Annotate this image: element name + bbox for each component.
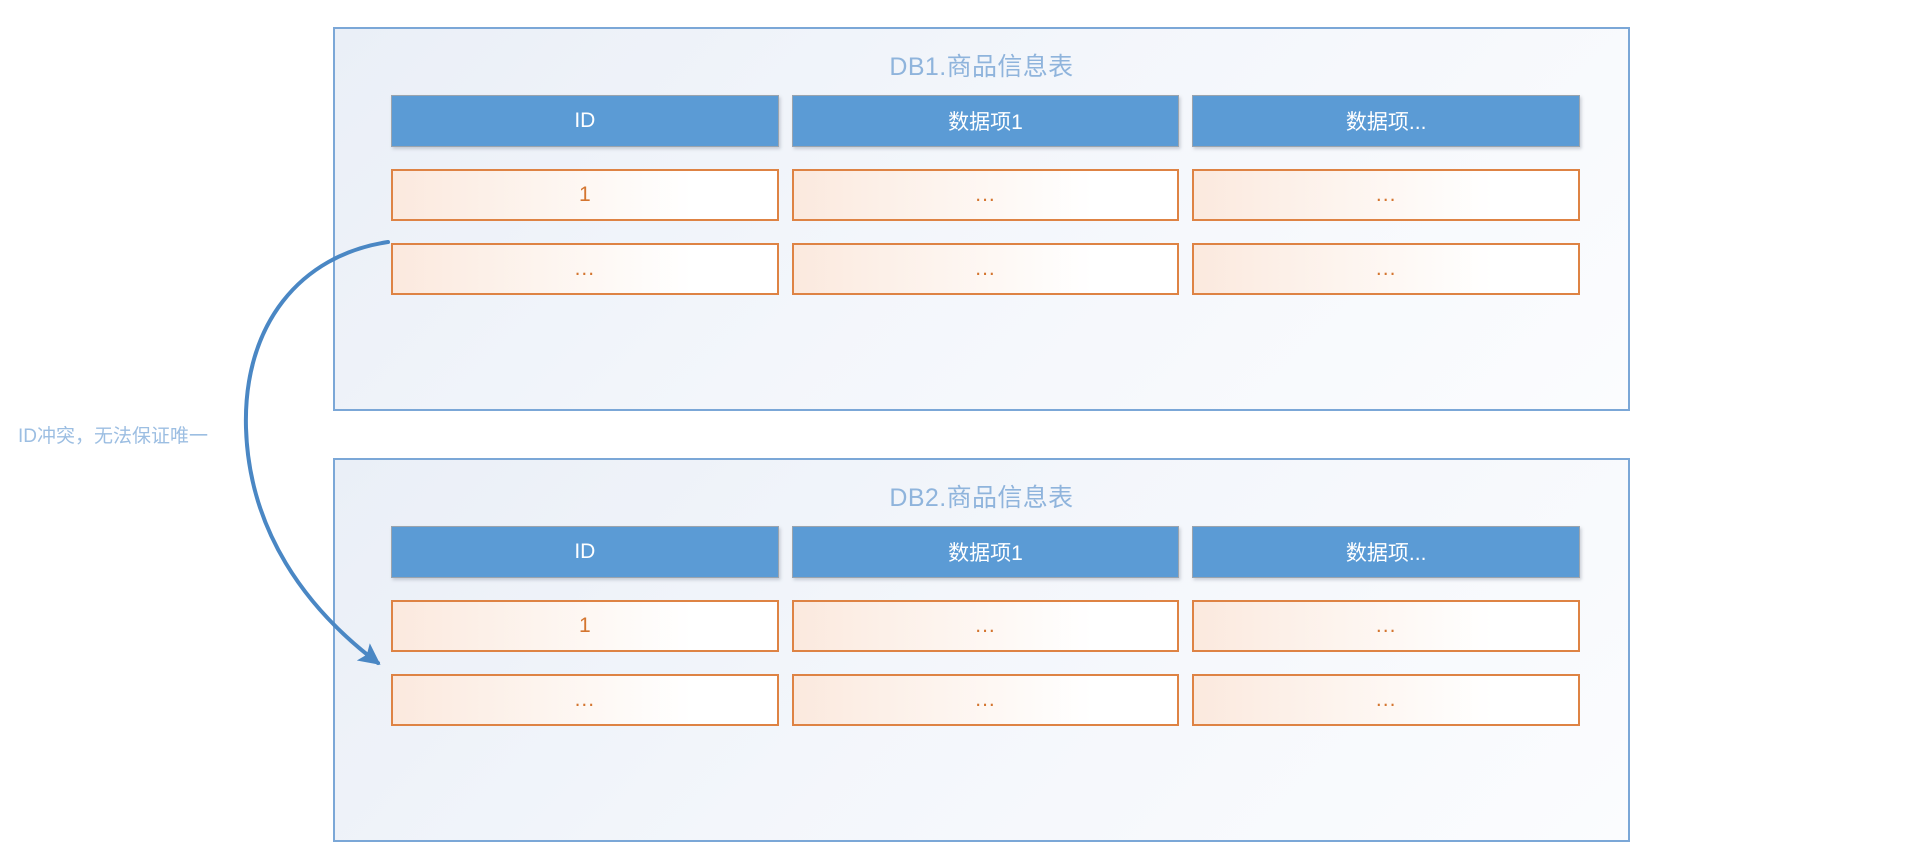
db2-data-row-1: 1 ... ...: [391, 600, 1581, 652]
db2-table-panel: DB2.商品信息表 ID 数据项1 数据项... 1 ... ... ... .…: [333, 458, 1630, 842]
db2-header-cell-item1: 数据项1: [791, 526, 1180, 578]
db1-header-cell-id: ID: [391, 95, 779, 147]
db1-cell-r1-item1: ...: [791, 169, 1180, 221]
id-conflict-annotation: ID冲突，无法保证唯一: [18, 426, 209, 447]
db2-header-row: ID 数据项1 数据项...: [391, 526, 1581, 578]
db2-title: DB2.商品信息表: [889, 484, 1074, 512]
db2-header-cell-id: ID: [391, 526, 779, 578]
db1-header-row: ID 数据项1 数据项...: [391, 95, 1581, 147]
db2-cell-r2-item1: ...: [791, 674, 1180, 726]
db2-cell-r1-item1: ...: [791, 600, 1180, 652]
db2-cell-r1-item-more: ...: [1192, 600, 1581, 652]
db1-cell-r1-id: 1: [391, 169, 779, 221]
db2-cell-r1-id: 1: [391, 600, 779, 652]
db2-cell-r2-item-more: ...: [1192, 674, 1581, 726]
db1-cell-r2-item-more: ...: [1192, 243, 1581, 295]
db1-header-cell-item-more: 数据项...: [1192, 95, 1581, 147]
db2-data-row-2: ... ... ...: [391, 674, 1581, 726]
db1-cell-r2-id: ...: [391, 243, 779, 295]
db1-header-cell-item1: 数据项1: [791, 95, 1180, 147]
db2-cell-r2-id: ...: [391, 674, 779, 726]
db1-data-row-1: 1 ... ...: [391, 169, 1581, 221]
db2-grid: ID 数据项1 数据项... 1 ... ... ... ... ...: [391, 526, 1581, 726]
db1-title: DB1.商品信息表: [889, 53, 1074, 81]
db1-cell-r1-item-more: ...: [1192, 169, 1581, 221]
db2-header-cell-item-more: 数据项...: [1192, 526, 1581, 578]
db1-grid: ID 数据项1 数据项... 1 ... ... ... ... ...: [391, 95, 1581, 295]
db1-cell-r2-item1: ...: [791, 243, 1180, 295]
db1-table-panel: DB1.商品信息表 ID 数据项1 数据项... 1 ... ... ... .…: [333, 27, 1630, 411]
db1-data-row-2: ... ... ...: [391, 243, 1581, 295]
